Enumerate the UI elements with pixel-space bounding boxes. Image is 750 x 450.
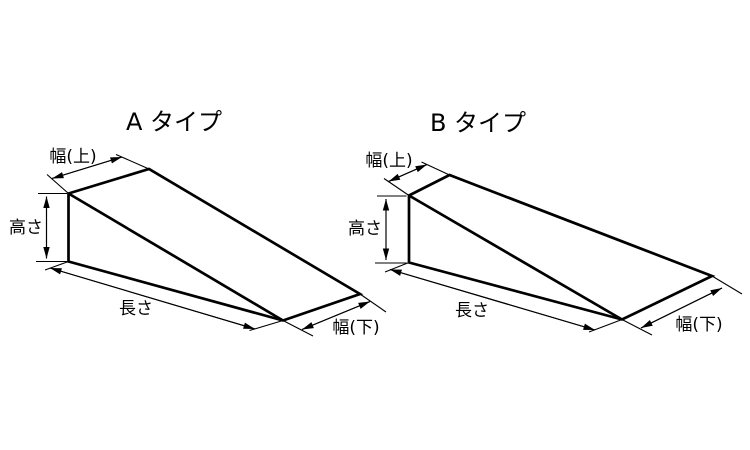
extension-line bbox=[115, 153, 150, 170]
diagram-b-title: B タイプ bbox=[430, 109, 526, 137]
extension-line bbox=[44, 260, 69, 271]
extension-line bbox=[621, 319, 653, 336]
label-width-bottom-b: 幅(下) bbox=[675, 315, 722, 335]
wedge-a-body bbox=[67, 167, 364, 322]
dimension-arrow bbox=[388, 163, 428, 183]
wedge-b-slope-edge bbox=[408, 194, 623, 321]
label-height-a: 高さ bbox=[9, 218, 43, 238]
dimension-arrow bbox=[301, 300, 371, 331]
dim-width-top-b: 幅(上) bbox=[365, 151, 450, 196]
extension-line bbox=[384, 261, 410, 273]
dim-width-top-a: 幅(上) bbox=[46, 147, 150, 194]
wedge-b-body bbox=[407, 173, 716, 321]
dim-length-b: 長さ bbox=[384, 261, 623, 333]
dimension-arrow bbox=[389, 268, 596, 331]
extension-line bbox=[282, 320, 314, 337]
dimension-arrow bbox=[640, 287, 723, 329]
extension-line bbox=[249, 319, 284, 332]
diagram-a: A タイプ 幅(上) 高さ 長さ bbox=[9, 108, 387, 338]
dim-length-a: 長さ bbox=[44, 260, 284, 332]
dimension-arrow bbox=[51, 156, 123, 180]
dim-width-bottom-b: 幅(下) bbox=[621, 275, 743, 336]
extension-line bbox=[359, 293, 387, 313]
label-length-b: 長さ bbox=[455, 301, 489, 321]
extension-line bbox=[46, 174, 69, 194]
dim-height-a: 高さ bbox=[9, 192, 67, 263]
dimension-arrow bbox=[49, 267, 256, 330]
diagram-a-title: A タイプ bbox=[126, 108, 222, 136]
label-length-a: 長さ bbox=[119, 299, 153, 319]
extension-line bbox=[421, 161, 450, 176]
extension-line bbox=[383, 178, 410, 196]
label-width-top-b: 幅(上) bbox=[365, 151, 412, 171]
label-width-top-a: 幅(上) bbox=[49, 147, 96, 167]
label-width-bottom-a: 幅(下) bbox=[332, 318, 379, 338]
diagram-b: B タイプ 幅(上) 高さ 長さ bbox=[348, 109, 743, 336]
dim-height-b: 高さ bbox=[348, 195, 407, 264]
extension-line bbox=[711, 275, 743, 295]
label-height-b: 高さ bbox=[348, 219, 382, 239]
wedge-a-slope-edge bbox=[67, 192, 284, 322]
dim-width-bottom-a: 幅(下) bbox=[282, 293, 387, 338]
